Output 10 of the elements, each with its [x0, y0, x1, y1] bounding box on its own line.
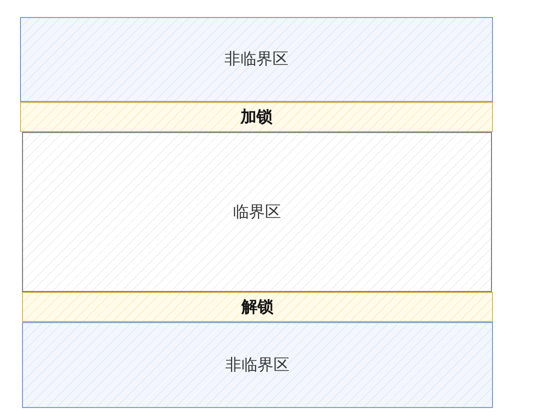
region-band — [20, 17, 493, 102]
band-label: 解锁 — [242, 296, 274, 318]
band-label: 非临界区 — [224, 49, 288, 70]
region-band — [22, 322, 493, 408]
band-label: 临界区 — [233, 202, 281, 222]
lock-band — [22, 292, 493, 322]
band-label: 非临界区 — [226, 354, 290, 376]
band-label: 加锁 — [240, 106, 272, 128]
region-band — [22, 132, 492, 292]
lock-band — [20, 102, 493, 132]
